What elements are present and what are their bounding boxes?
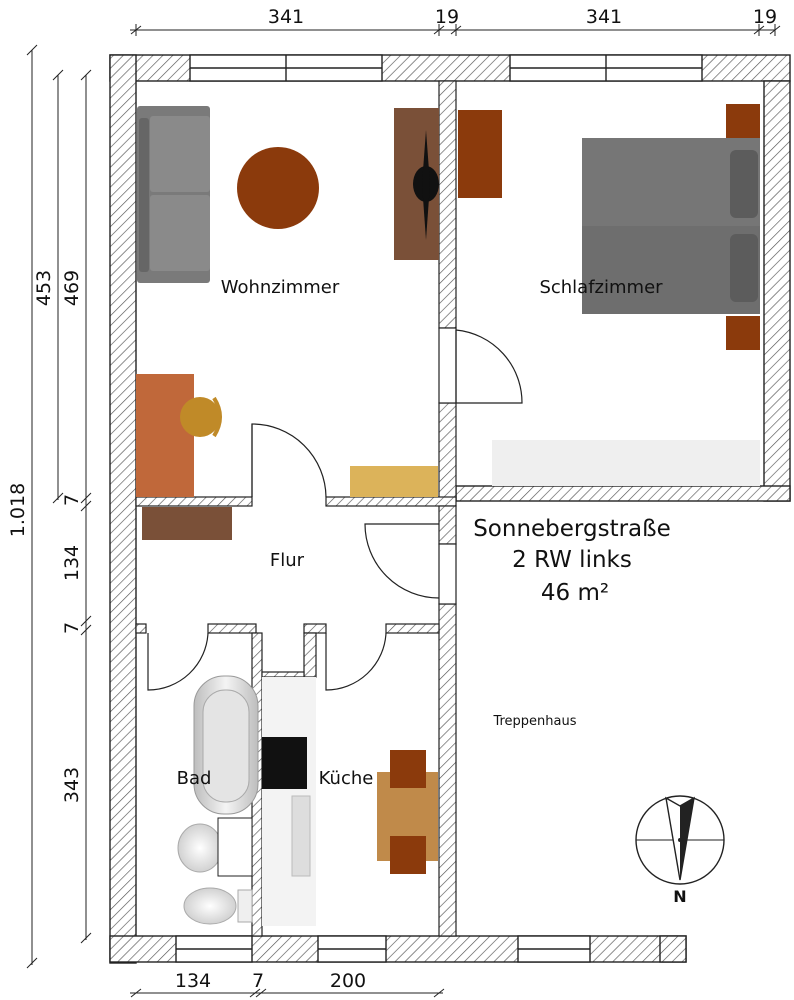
dim-left-upper: 453 [33, 270, 55, 306]
windows [175, 54, 703, 963]
sink [177, 817, 253, 877]
dim-left-lower: 343 [61, 767, 83, 803]
kitchen-sink [291, 795, 311, 877]
dim-bottom-2: 7 [252, 970, 264, 992]
hall-bench [142, 507, 232, 540]
label-bad: Bad [177, 768, 212, 789]
dim-bottom-1: 134 [175, 970, 211, 992]
dim-left-flur: 134 [61, 545, 83, 581]
desk-chair [180, 396, 222, 438]
dimension-lines [26, 24, 781, 998]
label-flur: Flur [270, 550, 305, 571]
dining-table [377, 750, 438, 874]
wardrobe-chair [458, 110, 502, 198]
dim-top-3: 341 [586, 6, 622, 28]
desk [136, 374, 194, 497]
label-treppenhaus: Treppenhaus [492, 714, 576, 729]
nightstand-bottom [726, 316, 760, 350]
coffee-table [237, 147, 319, 229]
label-kueche: Küche [319, 768, 374, 789]
shelf [350, 466, 438, 497]
double-bed [582, 138, 760, 314]
wardrobe [492, 440, 760, 486]
toilet [183, 887, 253, 925]
stove [262, 737, 307, 789]
doors [147, 329, 523, 691]
dim-top-1: 341 [268, 6, 304, 28]
area-label: 46 m² [541, 580, 609, 606]
nightstand-top [726, 104, 760, 138]
tv-cabinet [394, 108, 439, 260]
dim-left-upper-inner: 469 [61, 270, 83, 306]
compass-label: N [673, 887, 686, 906]
dim-top-4: 19 [753, 6, 777, 28]
dim-left-wall-1: 7 [61, 494, 83, 506]
compass-icon: N [635, 795, 725, 906]
label-wohnzimmer: Wohnzimmer [221, 277, 340, 298]
street-name: Sonnebergstraße [473, 516, 671, 542]
bathtub [193, 675, 259, 815]
label-schlafzimmer: Schlafzimmer [539, 277, 663, 298]
dim-bottom-3: 200 [330, 970, 366, 992]
sofa [137, 106, 210, 283]
dim-left-total: 1.018 [7, 483, 29, 537]
unit-label: 2 RW links [512, 547, 632, 573]
dim-left-wall-2: 7 [61, 622, 83, 634]
dim-top-2: 19 [435, 6, 459, 28]
